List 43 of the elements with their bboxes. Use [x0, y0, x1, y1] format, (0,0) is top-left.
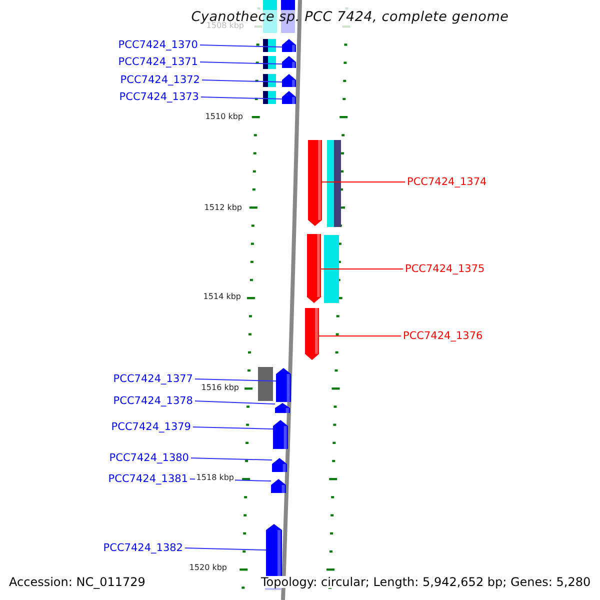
scale-label: 1510 kbp: [204, 112, 244, 122]
gene-label: PCC7424_1372: [120, 74, 200, 86]
leader-line: [190, 458, 272, 460]
leader-line: [192, 426, 274, 430]
gene-label: PCC7424_1374: [407, 176, 487, 188]
leader-line: [200, 96, 282, 100]
leader-line: [202, 80, 282, 82]
gene-label: PCC7424_1371: [118, 56, 198, 68]
leader-line: [194, 378, 276, 382]
leader-line: [194, 400, 276, 404]
scale-label: 1514 kbp: [202, 292, 242, 302]
gene-feature: [307, 234, 321, 303]
footer-text: Accession: NC_011729: [9, 576, 146, 588]
scale-label: 1512 kbp: [203, 203, 243, 213]
footer-text: Topology: circular; Length: 5,942,652 bp; Genes: 5,280: [261, 576, 591, 588]
gene-label: PCC7424_1379: [111, 421, 191, 433]
gene-feature: [282, 56, 296, 68]
gene-feature: [305, 308, 319, 360]
scale-label: 1518 kbp: [195, 473, 235, 483]
gene-label: PCC7424_1381: [108, 473, 188, 485]
gene-label: PCC7424_1377: [113, 373, 193, 385]
gene-feature: [271, 479, 286, 493]
gene-feature: [273, 420, 288, 449]
gene-feature: [308, 140, 322, 226]
scale-label: 1520 kbp: [188, 563, 228, 573]
gene-label: PCC7424_1378: [113, 395, 193, 407]
gene-label: PCC7424_1376: [403, 330, 483, 342]
gene-label: PCC7424_1380: [109, 452, 189, 464]
gene-label: PCC7424_1370: [118, 39, 198, 51]
leader-line: [200, 62, 282, 64]
leader-line: [320, 268, 404, 270]
gene-feature: [272, 458, 287, 472]
gene-feature: [282, 91, 296, 104]
gene-label: PCC7424_1373: [119, 91, 199, 103]
gene-feature: [282, 74, 296, 87]
gene-label: PCC7424_1382: [103, 542, 183, 554]
leader-line: [184, 548, 266, 550]
gene-label: PCC7424_1375: [405, 263, 485, 275]
scale-label: 1516 kbp: [200, 383, 240, 393]
gene-feature: [275, 403, 290, 413]
gene-feature: [282, 39, 296, 52]
scale-label: 1508 kbp: [205, 21, 245, 31]
leader-line: [200, 44, 282, 48]
